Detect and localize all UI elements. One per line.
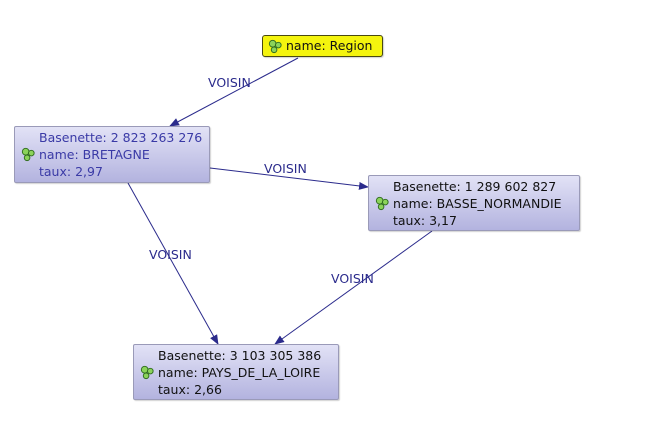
edge-label-bretagne-basse-normandie: VOISIN [264,161,307,176]
node-icon [375,196,389,210]
node-icon [268,39,282,53]
node-icon [21,147,35,162]
edge-label-basse-normandie-pays-de-la-loire: VOISIN [331,271,374,286]
node-icon [140,365,154,379]
edge-label-region-bretagne: VOISIN [208,75,251,90]
node-bretagne[interactable]: Basenette: 2 823 263 276 name: BRETAGNE … [14,126,210,183]
node-name: name: PAYS_DE_LA_LOIRE [158,364,321,380]
node-basse-normandie[interactable]: Basenette: 1 289 602 827 name: BASSE_NOR… [368,175,580,231]
node-taux: taux: 2,66 [158,381,222,397]
edge-region-bretagne[interactable] [169,57,299,127]
node-basenette: Basenette: 1 289 602 827 [393,178,557,194]
node-taux: taux: 3,17 [393,212,457,228]
node-region[interactable]: name: Region [262,35,383,57]
edge-label-bretagne-pays-de-la-loire: VOISIN [149,247,192,262]
node-basenette: Basenette: 2 823 263 276 [39,130,203,145]
node-label: name: Region [286,38,373,53]
edge-basse-normandie-pays-de-la-loire[interactable] [274,230,433,345]
node-name: name: BASSE_NORMANDIE [393,195,562,211]
node-pays-de-la-loire[interactable]: Basenette: 3 103 305 386 name: PAYS_DE_L… [133,344,339,400]
node-name: name: BRETAGNE [39,147,150,162]
node-taux: taux: 2,97 [39,164,103,179]
edge-bretagne-basse-normandie[interactable] [209,167,369,190]
node-basenette: Basenette: 3 103 305 386 [158,347,322,363]
edge-bretagne-pays-de-la-loire[interactable] [127,182,219,345]
